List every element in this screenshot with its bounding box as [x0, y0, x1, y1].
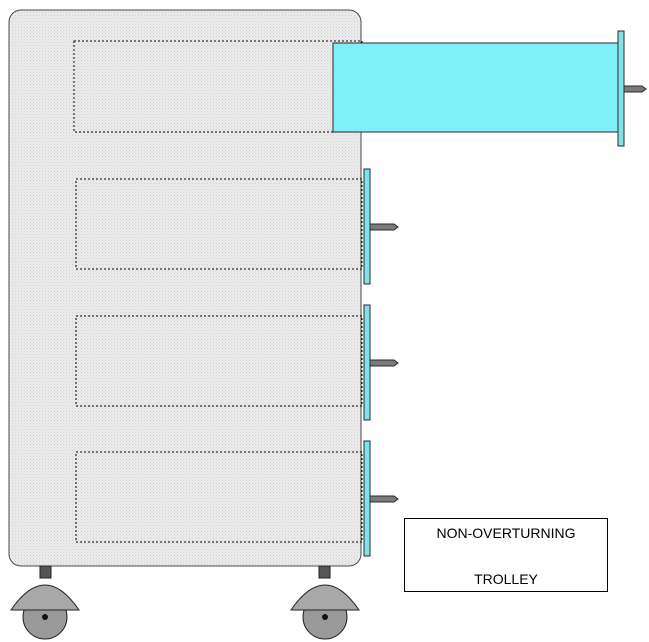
drawer-handle-2 [369, 223, 399, 231]
extended-drawer [332, 42, 619, 133]
extended-drawer-front [617, 30, 625, 147]
trolley-label-box: NON-OVERTURNING TROLLEY [404, 518, 608, 592]
drawer-front-3 [363, 304, 371, 421]
cabinet-body [8, 9, 362, 567]
drawer-handle-3 [369, 359, 399, 367]
drawer-front-4 [363, 440, 371, 557]
right-wheel [290, 565, 360, 640]
trolley-label-line2: TROLLEY [474, 571, 538, 587]
trolley-label-line1: NON-OVERTURNING [436, 525, 576, 541]
extended-drawer-handle [623, 85, 647, 93]
drawer-handle-4 [369, 495, 399, 503]
left-wheel [10, 565, 80, 640]
drawer-front-2 [363, 168, 371, 285]
